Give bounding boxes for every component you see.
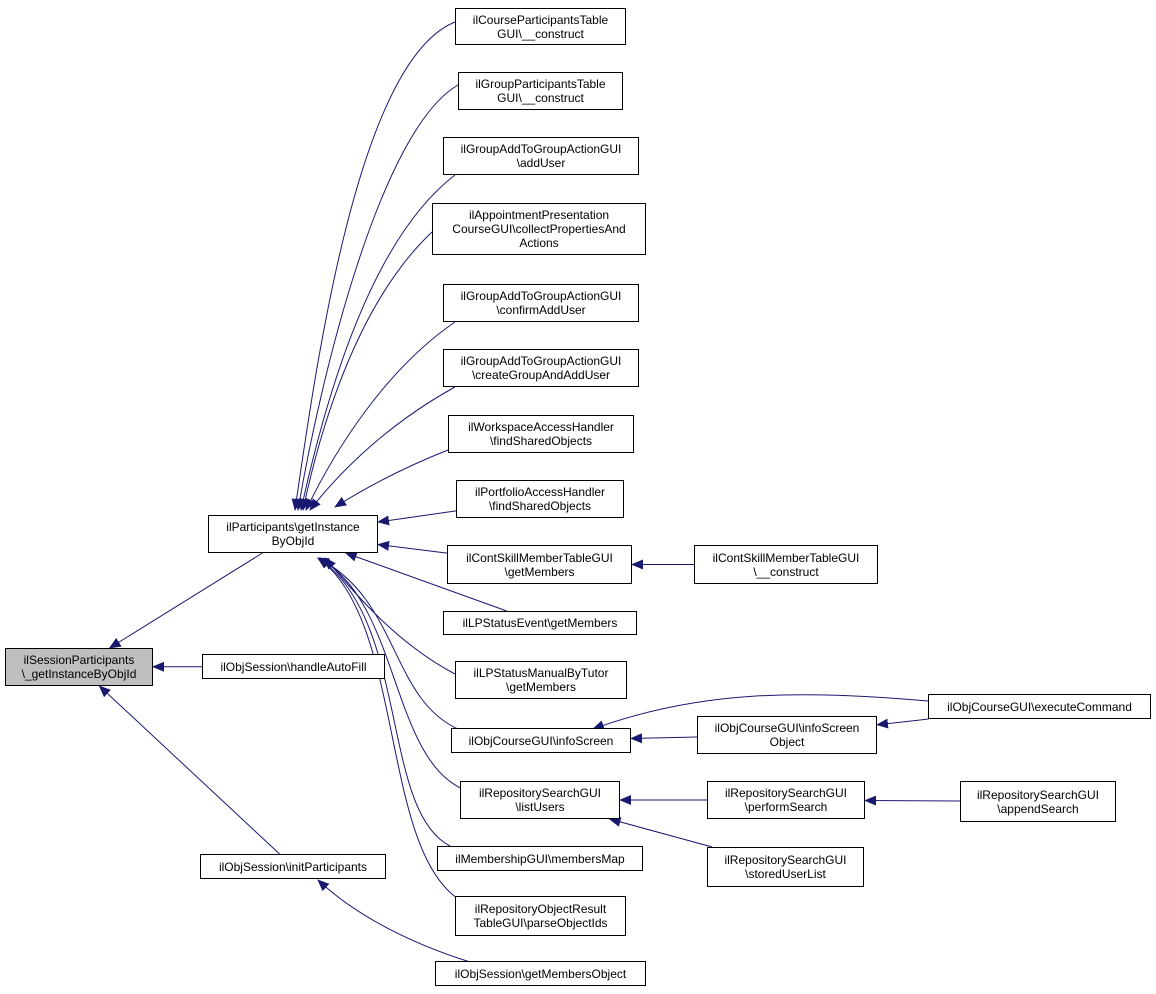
edge-contSkillGetMembers-to-getInstanceByObjId bbox=[377, 540, 448, 554]
node-label-line: ilContSkillMemberTableGUI bbox=[466, 550, 613, 565]
edge-groupAddUser-to-getInstanceByObjId bbox=[298, 174, 456, 511]
node-label-line: ilObjSession\getMembersObject bbox=[454, 966, 627, 981]
edge-executeCommand-to-infoScreenObject bbox=[876, 718, 929, 729]
edge-getInstanceByObjId-to-root bbox=[108, 552, 263, 649]
node-label-line: \findSharedObjects bbox=[489, 434, 593, 448]
node-label-line: \storedUserList bbox=[745, 867, 826, 881]
node-handleAutoFill[interactable]: ilObjSession\handleAutoFill bbox=[202, 654, 385, 679]
node-label-line: Object bbox=[769, 735, 805, 749]
node-label-line: \addUser bbox=[516, 156, 566, 170]
node-groupAddUser[interactable]: ilGroupAddToGroupActionGUI\addUser bbox=[443, 137, 639, 175]
edge-storedUserList-to-listUsers bbox=[608, 817, 713, 848]
node-label-line: ilObjSession\initParticipants bbox=[218, 859, 368, 874]
node-label-line: ilRepositorySearchGUI bbox=[724, 853, 847, 867]
node-initParticipants[interactable]: ilObjSession\initParticipants bbox=[200, 854, 386, 879]
edge-listUsers-to-getInstanceByObjId bbox=[317, 557, 466, 791]
node-label-line: ilRepositoryObjectResult bbox=[474, 902, 607, 916]
node-label-line: ilRepositorySearchGUI bbox=[976, 787, 1100, 802]
node-label-line: ilObjSession\handleAutoFill bbox=[220, 659, 367, 674]
edge-executeCommand-to-infoScreen bbox=[592, 694, 929, 730]
node-confirmAddUser[interactable]: ilGroupAddToGroupActionGUI\confirmAddUse… bbox=[443, 284, 639, 322]
node-root[interactable]: ilSessionParticipants\_getInstanceByObjI… bbox=[5, 648, 153, 686]
node-label-line: ilWorkspaceAccessHandler bbox=[468, 420, 614, 434]
edge-appendSearch-to-performSearch bbox=[864, 795, 961, 806]
node-label-line: \confirmAddUser bbox=[496, 303, 586, 317]
node-label-line: CourseGUI\collectPropertiesAnd bbox=[452, 222, 626, 236]
node-listUsers[interactable]: ilRepositorySearchGUI\listUsers bbox=[460, 781, 620, 819]
node-label-line: ilGroupAddToGroupActionGUI bbox=[460, 289, 622, 303]
edge-confirmAddUser-to-getInstanceByObjId bbox=[305, 321, 456, 511]
edge-getMembersObject-to-initParticipants bbox=[317, 879, 471, 963]
edge-groupParticipantsTable-to-getInstanceByObjId bbox=[294, 84, 459, 511]
node-performSearch[interactable]: ilRepositorySearchGUI\performSearch bbox=[707, 781, 865, 819]
edge-lpStatusEvent-to-getInstanceByObjId bbox=[344, 552, 507, 612]
node-membersMap[interactable]: ilMembershipGUI\membersMap bbox=[437, 846, 643, 871]
edge-membersMap-to-getInstanceByObjId bbox=[317, 557, 451, 847]
node-label-line: ilParticipants\getInstance bbox=[226, 520, 360, 534]
node-label-line: ilGroupAddToGroupActionGUI bbox=[460, 142, 622, 156]
edge-workspaceAccess-to-getInstanceByObjId bbox=[334, 449, 449, 508]
node-label-line: \__construct bbox=[753, 564, 819, 579]
edge-infoScreenObject-to-infoScreen bbox=[630, 733, 698, 744]
node-label-line: ilPortfolioAccessHandler bbox=[474, 485, 606, 499]
node-label-line: \getMembers bbox=[504, 564, 575, 579]
node-label-line: \_getInstanceByObjId bbox=[21, 667, 137, 681]
node-label-line: ilSessionParticipants bbox=[23, 653, 135, 667]
node-getMembersObject[interactable]: ilObjSession\getMembersObject bbox=[435, 961, 646, 986]
node-lpStatusManual[interactable]: ilLPStatusManualByTutor\getMembers bbox=[455, 661, 627, 699]
edge-lpStatusManual-to-getInstanceByObjId bbox=[324, 557, 456, 675]
edge-appointment-to-getInstanceByObjId bbox=[300, 231, 433, 511]
node-label-line: GUI\__construct bbox=[497, 91, 584, 105]
node-label-line: ilLPStatusManualByTutor bbox=[473, 666, 609, 680]
node-label-line: Actions bbox=[519, 236, 559, 250]
node-label-line: ilAppointmentPresentation bbox=[468, 208, 610, 222]
node-label-line: TableGUI\parseObjectIds bbox=[473, 916, 608, 930]
node-label-line: ilObjCourseGUI\infoScreen bbox=[714, 721, 860, 735]
node-contSkillGetMembers[interactable]: ilContSkillMemberTableGUI\getMembers bbox=[447, 545, 632, 584]
node-label-line: ilRepositorySearchGUI bbox=[724, 786, 848, 800]
node-label-line: ByObjId bbox=[271, 534, 315, 548]
edge-parseObjectIds-to-getInstanceByObjId bbox=[317, 557, 461, 901]
node-label-line: \createGroupAndAddUser bbox=[471, 368, 611, 382]
node-label-line: ilObjCourseGUI\infoScreen bbox=[468, 733, 614, 748]
node-label-line: \performSearch bbox=[744, 800, 828, 814]
node-contSkillConstruct[interactable]: ilContSkillMemberTableGUI\__construct bbox=[694, 545, 878, 584]
node-label-line: \listUsers bbox=[515, 800, 565, 814]
edge-createGroup-to-getInstanceByObjId bbox=[309, 386, 456, 511]
node-createGroup[interactable]: ilGroupAddToGroupActionGUI\createGroupAn… bbox=[443, 349, 639, 387]
node-label-line: ilLPStatusEvent\getMembers bbox=[462, 616, 618, 630]
edge-courseParticipantsTable-to-getInstanceByObjId bbox=[291, 21, 456, 511]
node-portfolioAccess[interactable]: ilPortfolioAccessHandler\findSharedObjec… bbox=[456, 480, 624, 518]
node-executeCommand[interactable]: ilObjCourseGUI\executeCommand bbox=[928, 694, 1151, 719]
edge-infoScreen-to-getInstanceByObjId bbox=[317, 557, 461, 731]
node-label-line: ilMembershipGUI\membersMap bbox=[455, 851, 625, 866]
node-label-line: ilGroupAddToGroupActionGUI bbox=[460, 354, 622, 368]
node-label-line: ilObjCourseGUI\executeCommand bbox=[947, 699, 1132, 714]
node-label-line: GUI\__construct bbox=[497, 26, 584, 41]
node-label-line: \findSharedObjects bbox=[488, 499, 592, 513]
node-storedUserList[interactable]: ilRepositorySearchGUI\storedUserList bbox=[707, 847, 864, 887]
node-label-line: ilRepositorySearchGUI bbox=[478, 786, 602, 800]
edge-portfolioAccess-to-getInstanceByObjId bbox=[377, 510, 457, 526]
node-label-line: ilCourseParticipantsTable bbox=[472, 12, 609, 27]
node-appendSearch[interactable]: ilRepositorySearchGUI\appendSearch bbox=[960, 781, 1116, 822]
node-label-line: \appendSearch bbox=[997, 801, 1079, 816]
node-label-line: ilGroupParticipantsTable bbox=[475, 77, 606, 91]
edge-initParticipants-to-root bbox=[98, 685, 280, 855]
node-label-line: \getMembers bbox=[505, 680, 577, 694]
node-lpStatusEvent[interactable]: ilLPStatusEvent\getMembers bbox=[443, 611, 637, 635]
node-infoScreen[interactable]: ilObjCourseGUI\infoScreen bbox=[451, 728, 631, 753]
node-workspaceAccess[interactable]: ilWorkspaceAccessHandler\findSharedObjec… bbox=[448, 415, 634, 453]
node-label-line: ilContSkillMemberTableGUI bbox=[712, 550, 860, 565]
